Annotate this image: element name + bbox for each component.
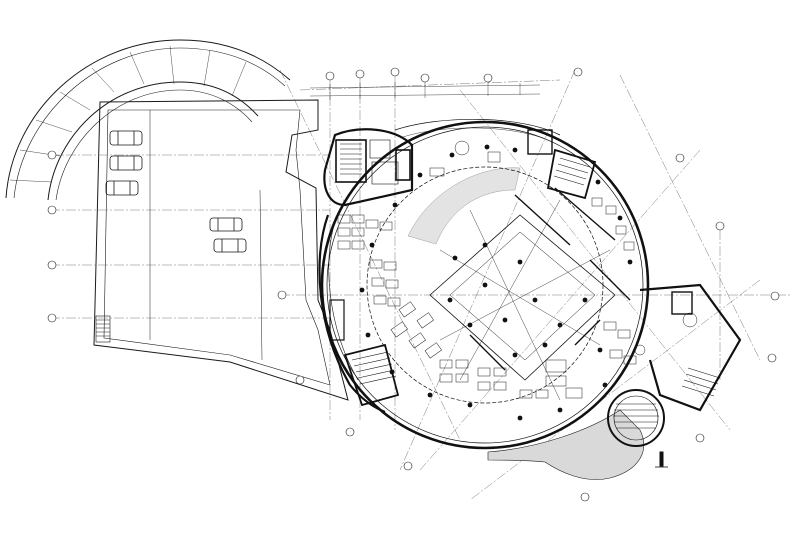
entrance-canopy xyxy=(394,119,561,136)
curved-ramp xyxy=(5,39,291,201)
workstation-cluster-south xyxy=(439,359,583,399)
west-curve-wall xyxy=(318,214,386,414)
grid-bubble xyxy=(580,492,590,502)
parking-stair xyxy=(95,315,111,343)
ramp-inner-edge xyxy=(47,81,259,201)
workstation-cluster-west xyxy=(337,214,401,307)
grid-bubble xyxy=(277,290,287,300)
section-marker xyxy=(655,451,668,468)
dimension-line-top xyxy=(309,82,541,100)
grid-bubble xyxy=(47,150,57,160)
parking-divider-1 xyxy=(259,189,263,361)
grid-bubble xyxy=(675,153,685,163)
grid-bubble xyxy=(695,433,705,443)
car xyxy=(213,238,247,253)
structural-columns xyxy=(359,144,633,421)
parking-inner-outline xyxy=(103,109,331,386)
atrium-rhombus-inner xyxy=(449,231,596,361)
outer-wall-inner-face xyxy=(326,126,644,444)
office-furniture xyxy=(337,140,698,399)
grid-bubble xyxy=(715,221,725,231)
grid-bubble xyxy=(47,313,57,323)
grid-bubble xyxy=(325,71,335,81)
grid-bubble xyxy=(47,260,57,270)
west-curve-wall-inner xyxy=(328,217,359,381)
car xyxy=(109,130,143,146)
east-stair xyxy=(681,367,721,397)
cars xyxy=(105,130,247,253)
workstation-cluster-southwest xyxy=(390,301,442,359)
grid-bubbles xyxy=(47,67,780,502)
grid-bubble xyxy=(355,69,365,79)
parking-lot xyxy=(93,99,349,401)
inner-room-walls xyxy=(469,187,631,371)
grid-bubble xyxy=(390,67,400,77)
east-wing xyxy=(639,283,742,412)
grid-lines xyxy=(50,69,790,501)
west-wing-outline xyxy=(323,128,414,207)
workstation-cluster-east xyxy=(591,197,698,365)
atrium-rhombus xyxy=(429,214,616,381)
east-wing-outline xyxy=(639,283,742,412)
circular-building xyxy=(318,119,650,480)
car xyxy=(109,155,143,171)
grid-bubble xyxy=(573,67,583,77)
central-atrium xyxy=(429,187,631,401)
ramp-outer-edge xyxy=(5,39,291,199)
grid-bubble xyxy=(47,205,57,215)
northeast-stair-core xyxy=(527,129,597,200)
grid-bubble xyxy=(345,427,355,437)
grid-bubble xyxy=(483,73,493,83)
car xyxy=(105,180,139,196)
parking-outline xyxy=(93,99,349,401)
hatched-forecourt xyxy=(487,409,645,480)
ramp-outer-edge-2 xyxy=(13,47,286,199)
outer-wall xyxy=(320,120,650,450)
southeast-stair-tower xyxy=(607,389,665,447)
west-stair-core xyxy=(335,139,411,185)
north-area-items xyxy=(429,140,501,177)
grid-bubble xyxy=(295,375,305,385)
ramp-tick-marks xyxy=(9,45,247,183)
grid-bubble xyxy=(420,73,430,83)
atrium-diagonals xyxy=(439,199,611,401)
grid-bubble xyxy=(767,353,777,363)
grid-bubble xyxy=(770,291,780,301)
hatched-inner-ring xyxy=(407,167,521,245)
grid-bubble xyxy=(403,461,413,471)
southwest-stair-core xyxy=(329,299,400,407)
ramp-inner-edge-2 xyxy=(55,89,253,201)
east-core-box xyxy=(671,291,693,315)
car xyxy=(209,217,243,232)
